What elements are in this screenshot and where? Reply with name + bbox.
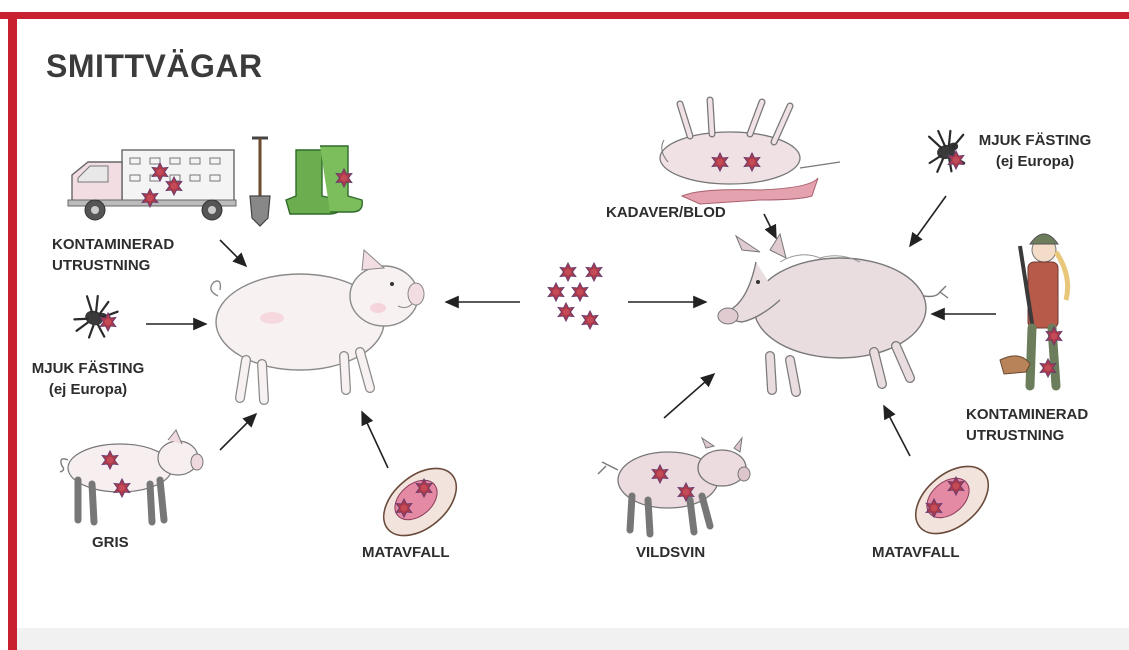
- tick-label-line2: (ej Europa): [970, 151, 1100, 172]
- tick-label: MJUK FÄSTING (ej Europa): [22, 358, 154, 400]
- equipment-label-line1: KONTAMINERAD: [52, 234, 174, 255]
- tick-label: MJUK FÄSTING (ej Europa): [970, 130, 1100, 172]
- wild-boar-source-label: VILDSVIN: [636, 542, 705, 563]
- tick-label-line1: MJUK FÄSTING: [970, 130, 1100, 151]
- food-waste-icon: [371, 455, 469, 549]
- spade-icon: [250, 138, 270, 226]
- equipment-label-line1: KONTAMINERAD: [966, 404, 1088, 425]
- tick-label-line1: MJUK FÄSTING: [22, 358, 154, 379]
- wild-boar-icon: [718, 234, 948, 392]
- equipment-label: KONTAMINERAD UTRUSTNING: [52, 234, 174, 276]
- virus-cluster-icon: [548, 263, 602, 329]
- wild-boar-source-icon: [598, 438, 750, 534]
- boots-icon: [286, 146, 362, 214]
- pig-source-icon: [60, 430, 203, 522]
- carcass-label: KADAVER/BLOD: [606, 202, 726, 223]
- equipment-label: KONTAMINERAD UTRUSTNING: [966, 404, 1088, 446]
- tick-label-line2: (ej Europa): [22, 379, 154, 400]
- domestic-pig-icon: [211, 250, 424, 400]
- food-waste-icon: [903, 453, 1001, 547]
- pig-source-label: GRIS: [92, 532, 129, 553]
- food-waste-label: MATAVFALL: [362, 542, 449, 563]
- hunter-icon: [1000, 234, 1068, 386]
- equipment-label-line2: UTRUSTNING: [52, 255, 174, 276]
- equipment-label-line2: UTRUSTNING: [966, 425, 1088, 446]
- food-waste-label: MATAVFALL: [872, 542, 959, 563]
- truck-icon: [68, 150, 236, 220]
- tick-icon: [924, 127, 969, 175]
- carcass-icon: [660, 100, 840, 204]
